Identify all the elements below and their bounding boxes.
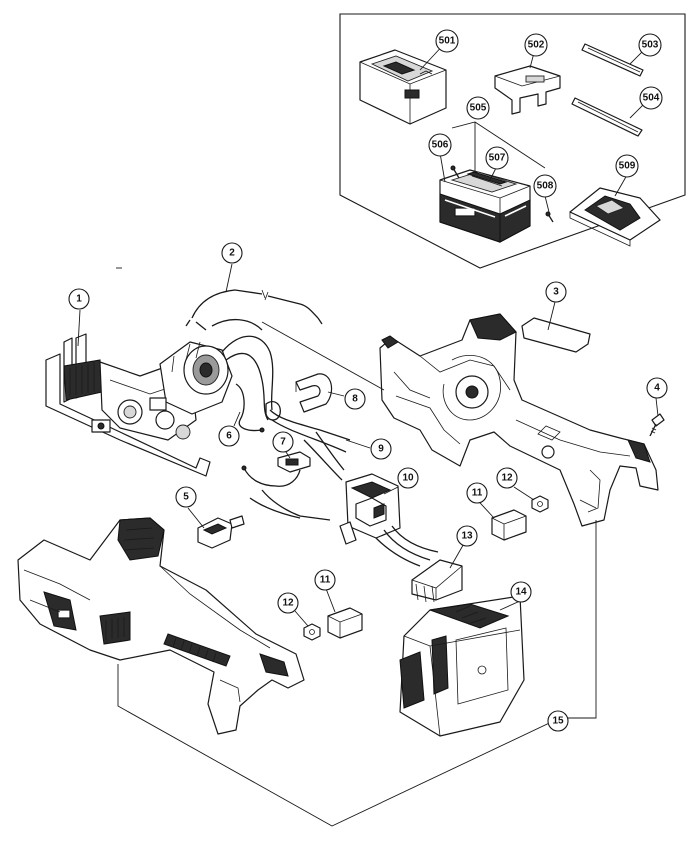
callout-4: 4 (646, 377, 668, 399)
svg-text:502: 502 (528, 40, 545, 51)
callout-12-left: 12 (277, 592, 299, 614)
svg-text:503: 503 (642, 40, 659, 51)
svg-text:507: 507 (489, 153, 506, 164)
callout-15: 15 (547, 710, 569, 732)
callout-7: 7 (272, 431, 294, 453)
svg-text:6: 6 (226, 431, 232, 442)
callout-506: 506 (428, 133, 452, 157)
nut-12-right (531, 495, 549, 513)
svg-text:9: 9 (378, 444, 384, 455)
housing-set-15-bracket (117, 520, 597, 827)
callout-8: 8 (344, 388, 366, 410)
spacer-11-left (327, 607, 363, 639)
callout-3: 3 (545, 281, 567, 303)
lead-wire-6 (235, 383, 265, 433)
blade-504 (571, 97, 643, 137)
svg-text:11: 11 (320, 575, 331, 586)
label-plate-3 (521, 317, 591, 353)
blade-503 (581, 43, 644, 77)
case-506 (439, 169, 531, 243)
bracket-502 (494, 65, 561, 115)
clip-8 (295, 373, 333, 413)
svg-text:10: 10 (402, 473, 414, 484)
callout-501: 501 (435, 29, 459, 53)
callout-12-right: 12 (496, 467, 518, 489)
charger-501 (359, 49, 447, 125)
callout-10: 10 (397, 467, 419, 489)
svg-text:505: 505 (470, 103, 487, 114)
svg-text:3: 3 (553, 287, 559, 298)
callout-507: 507 (485, 146, 509, 170)
svg-text:504: 504 (643, 93, 660, 104)
case-screw-508 (450, 165, 554, 223)
callout-9: 9 (370, 438, 392, 460)
callout-13: 13 (456, 525, 478, 547)
motor-lead-wires (195, 319, 274, 421)
callout-1: 1 (68, 288, 90, 310)
internal-wire-9 (265, 400, 351, 481)
switch-lever-5 (197, 515, 245, 549)
callout-502: 502 (524, 33, 548, 57)
svg-text:7: 7 (280, 437, 286, 448)
svg-text:4: 4 (654, 383, 660, 394)
svg-text:509: 509 (619, 161, 636, 172)
svg-text:5: 5 (183, 492, 189, 503)
callout-5: 5 (175, 486, 197, 508)
wire-harness-2 (185, 289, 323, 327)
callout-11-left: 11 (314, 569, 336, 591)
screw-4 (649, 413, 665, 437)
housing-left-half (17, 517, 305, 735)
svg-text:12: 12 (501, 473, 513, 484)
callout-508: 508 (533, 174, 557, 198)
spacer-11-right (491, 509, 527, 541)
svg-text:15: 15 (552, 716, 564, 727)
svg-text:506: 506 (432, 140, 449, 151)
svg-text:14: 14 (515, 587, 527, 598)
callout-6: 6 (218, 425, 240, 447)
terminal-13 (411, 559, 463, 603)
holder-7 (241, 451, 331, 521)
svg-text:11: 11 (472, 488, 483, 499)
svg-text:508: 508 (537, 181, 554, 192)
battery-14 (399, 595, 525, 737)
callout-509: 509 (615, 154, 639, 178)
callout-14: 14 (510, 581, 532, 603)
motor-assembly-1 (45, 333, 233, 477)
callout-11-right: 11 (466, 482, 488, 504)
callout-2: 2 (221, 242, 243, 264)
switch-10 (339, 473, 439, 567)
case-tray-509 (569, 187, 661, 247)
callout-504: 504 (639, 86, 663, 110)
svg-text:8: 8 (352, 394, 358, 405)
callout-505: 505 (466, 96, 490, 120)
callout-503: 503 (638, 33, 662, 57)
svg-text:2: 2 (229, 248, 235, 259)
svg-text:12: 12 (282, 598, 294, 609)
svg-text:1: 1 (76, 294, 82, 305)
svg-text:13: 13 (461, 531, 473, 542)
nut-12-left (303, 623, 321, 641)
svg-text:501: 501 (439, 36, 456, 47)
housing-right-half (379, 313, 659, 527)
case-insert-507 (466, 171, 508, 187)
